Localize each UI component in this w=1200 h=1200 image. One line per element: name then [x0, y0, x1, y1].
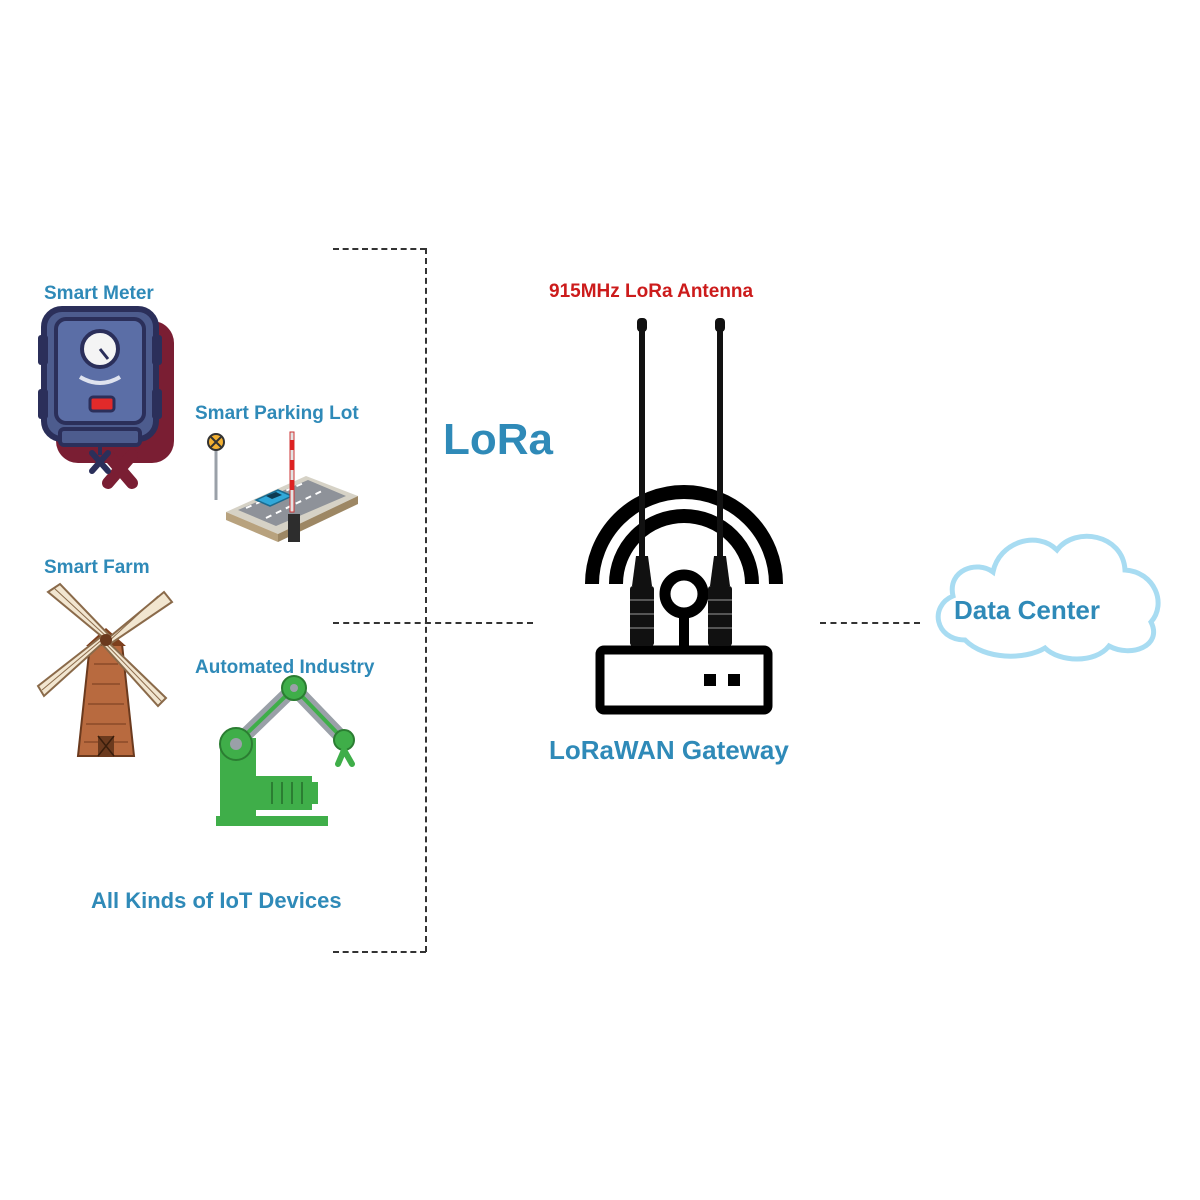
gateway-label: LoRaWAN Gateway [549, 735, 789, 765]
robot-arm-icon [216, 675, 355, 826]
antenna-label: 915MHz LoRa Antenna [549, 281, 754, 302]
gateway-router-icon [585, 485, 783, 715]
windmill-icon [36, 582, 174, 757]
gateway-to-cloud-connector [820, 622, 920, 624]
parking-lot-icon [207, 431, 358, 542]
iot-devices-caption: All Kinds of IoT Devices [91, 888, 342, 913]
cloud-icon [935, 533, 1161, 662]
bracket-bottom [333, 951, 426, 953]
antenna-left-icon [630, 318, 654, 646]
antenna-right-icon [708, 318, 732, 646]
bracket-spine [425, 248, 427, 952]
automated-industry-label: Automated Industry [195, 657, 375, 678]
devices-to-gateway-connector [333, 622, 533, 624]
bracket-top [333, 248, 426, 250]
smart-meter-icon [38, 306, 174, 489]
smart-farm-label: Smart Farm [44, 557, 150, 578]
lora-protocol-label: LoRa [443, 415, 553, 464]
smart-meter-label: Smart Meter [44, 283, 154, 304]
smart-parking-lot-label: Smart Parking Lot [195, 403, 359, 424]
data-center-label: Data Center [954, 595, 1100, 625]
